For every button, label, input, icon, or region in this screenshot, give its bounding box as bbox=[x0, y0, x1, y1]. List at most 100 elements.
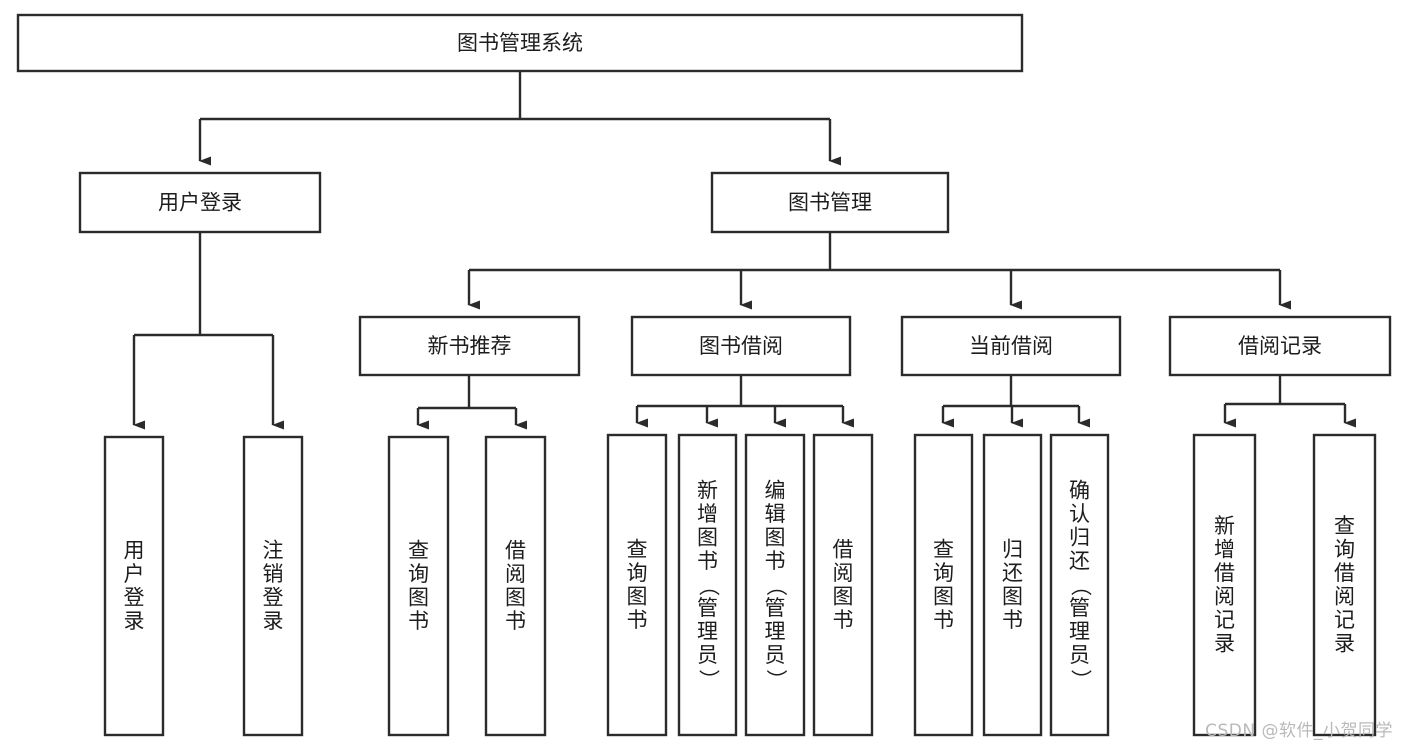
svg-text:询: 询 bbox=[1334, 537, 1355, 561]
svg-text:管: 管 bbox=[765, 596, 786, 620]
svg-text:借: 借 bbox=[505, 538, 526, 562]
node-box-l2-新书推荐[interactable] bbox=[358, 315, 581, 377]
svg-text:查: 查 bbox=[408, 538, 429, 562]
node-box-leaf-12[interactable] bbox=[1312, 433, 1377, 737]
node-box-l1-图书管理[interactable] bbox=[710, 171, 950, 234]
svg-text:归: 归 bbox=[1069, 526, 1090, 550]
svg-text:用: 用 bbox=[124, 538, 145, 562]
node-box-leaf-9[interactable] bbox=[982, 433, 1043, 737]
svg-text:图: 图 bbox=[408, 585, 429, 609]
connector-group-user-login bbox=[132, 232, 284, 430]
node-box-leaf-3[interactable] bbox=[484, 435, 547, 737]
svg-text:询: 询 bbox=[627, 561, 648, 585]
svg-text:录: 录 bbox=[263, 609, 284, 633]
svg-text:书: 书 bbox=[627, 608, 648, 632]
svg-text:理: 理 bbox=[765, 620, 786, 644]
connector-group-book-mgmt bbox=[467, 232, 1291, 310]
svg-text:询: 询 bbox=[933, 561, 954, 585]
svg-text:图: 图 bbox=[627, 584, 648, 608]
svg-text:记: 记 bbox=[1334, 608, 1355, 632]
svg-text:（: （ bbox=[1069, 575, 1093, 596]
svg-text:书: 书 bbox=[697, 549, 718, 573]
node-box-l2-图书借阅[interactable] bbox=[630, 315, 852, 377]
node-label-leaf-0: 用户登录 bbox=[124, 538, 145, 633]
node-box-root[interactable] bbox=[16, 13, 1024, 73]
svg-text:）: ） bbox=[1069, 669, 1093, 690]
svg-text:图: 图 bbox=[1002, 584, 1023, 608]
svg-text:阅: 阅 bbox=[505, 562, 526, 586]
svg-text:图: 图 bbox=[505, 585, 526, 609]
node-box-leaf-8[interactable] bbox=[913, 433, 974, 737]
svg-text:）: ） bbox=[697, 669, 721, 690]
svg-text:阅: 阅 bbox=[1214, 584, 1235, 608]
svg-text:录: 录 bbox=[1214, 631, 1235, 655]
node-label-l2-借阅记录: 借阅记录 bbox=[1238, 334, 1322, 358]
node-box-leaf-10[interactable] bbox=[1049, 433, 1110, 737]
node-label-l1-图书管理: 图书管理 bbox=[788, 191, 872, 215]
svg-text:编: 编 bbox=[765, 479, 786, 503]
svg-text:确: 确 bbox=[1069, 479, 1090, 503]
node-box-leaf-11[interactable] bbox=[1192, 433, 1257, 737]
svg-text:借: 借 bbox=[833, 537, 854, 561]
svg-text:录: 录 bbox=[1334, 631, 1355, 655]
connector-group-borrow-records bbox=[1223, 375, 1356, 428]
svg-text:书: 书 bbox=[765, 549, 786, 573]
svg-text:书: 书 bbox=[933, 608, 954, 632]
svg-text:增: 增 bbox=[697, 502, 718, 526]
svg-text:归: 归 bbox=[1002, 537, 1023, 561]
svg-text:图: 图 bbox=[697, 526, 718, 550]
svg-text:增: 增 bbox=[1214, 537, 1235, 561]
svg-text:书: 书 bbox=[833, 608, 854, 632]
node-boxes-layer: 图书管理系统用户登录图书管理新书推荐图书借阅当前借阅借阅记录用户登录注销登录查询… bbox=[16, 13, 1392, 737]
node-box-l2-借阅记录[interactable] bbox=[1168, 315, 1392, 377]
svg-text:（: （ bbox=[764, 575, 788, 596]
node-box-l1-用户登录[interactable] bbox=[78, 171, 322, 234]
svg-text:查: 查 bbox=[1334, 514, 1355, 538]
svg-text:录: 录 bbox=[124, 609, 145, 633]
svg-text:（: （ bbox=[697, 575, 721, 596]
svg-text:）: ） bbox=[764, 669, 788, 690]
svg-text:还: 还 bbox=[1002, 561, 1023, 585]
node-box-leaf-7[interactable] bbox=[812, 433, 874, 737]
svg-text:认: 认 bbox=[1069, 502, 1090, 526]
svg-text:记: 记 bbox=[1214, 608, 1235, 632]
svg-text:图: 图 bbox=[765, 526, 786, 550]
svg-text:登: 登 bbox=[263, 585, 284, 609]
svg-text:图: 图 bbox=[933, 584, 954, 608]
svg-text:阅: 阅 bbox=[1334, 584, 1355, 608]
node-label-l2-新书推荐: 新书推荐 bbox=[428, 334, 512, 358]
node-box-leaf-0[interactable] bbox=[103, 435, 165, 737]
svg-text:登: 登 bbox=[124, 585, 145, 609]
connector-group-new-books bbox=[416, 375, 527, 430]
svg-text:理: 理 bbox=[697, 620, 718, 644]
svg-text:管: 管 bbox=[697, 596, 718, 620]
svg-text:书: 书 bbox=[1002, 608, 1023, 632]
svg-text:阅: 阅 bbox=[833, 561, 854, 585]
node-label-l1-用户登录: 用户登录 bbox=[158, 191, 242, 215]
node-label-l2-当前借阅: 当前借阅 bbox=[969, 334, 1053, 358]
node-box-leaf-2[interactable] bbox=[387, 435, 450, 737]
connector-group-current-borrow bbox=[941, 375, 1090, 428]
node-box-l2-当前借阅[interactable] bbox=[900, 315, 1122, 377]
svg-text:辑: 辑 bbox=[765, 502, 786, 526]
connector-group-book-borrow bbox=[635, 375, 854, 428]
svg-text:理: 理 bbox=[1069, 620, 1090, 644]
node-box-leaf-6[interactable] bbox=[744, 433, 806, 737]
node-box-leaf-5[interactable] bbox=[677, 433, 738, 737]
svg-text:查: 查 bbox=[933, 537, 954, 561]
node-box-leaf-4[interactable] bbox=[606, 433, 668, 737]
node-label-root: 图书管理系统 bbox=[457, 31, 583, 55]
svg-text:书: 书 bbox=[408, 609, 429, 633]
node-box-leaf-1[interactable] bbox=[242, 435, 304, 737]
connector-group-root bbox=[198, 71, 841, 166]
svg-text:图: 图 bbox=[833, 584, 854, 608]
svg-text:员: 员 bbox=[765, 643, 786, 667]
svg-text:还: 还 bbox=[1069, 549, 1090, 573]
